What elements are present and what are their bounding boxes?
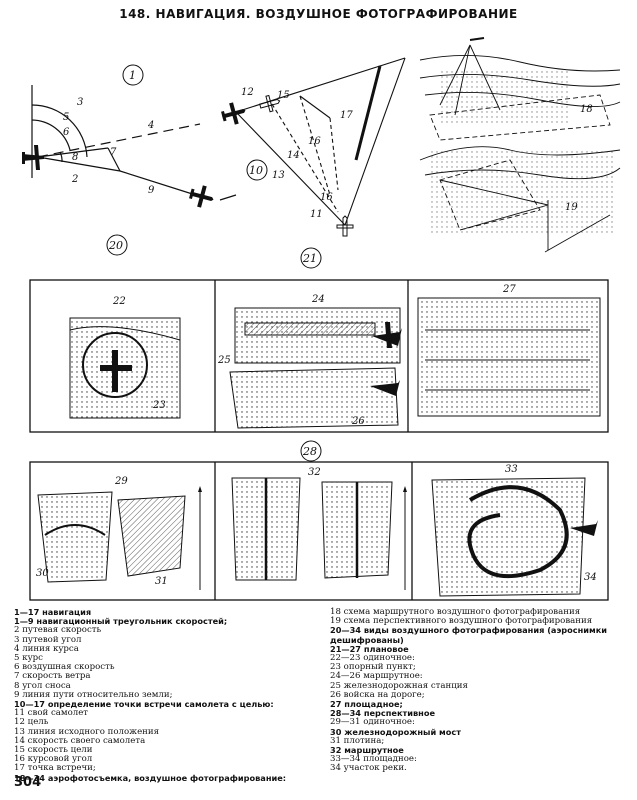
aircraft-icon — [221, 102, 246, 125]
label-20: 20 — [108, 239, 123, 252]
legend-item: 23 опорный пункт; — [330, 662, 416, 673]
label-10: 10 — [249, 164, 263, 177]
label-15: 15 — [277, 90, 290, 101]
label-12: 12 — [241, 87, 254, 98]
label-17: 17 — [340, 110, 353, 121]
aircraft-icon — [22, 145, 44, 170]
label-9: 9 — [148, 185, 155, 196]
label-23: 23 — [152, 400, 166, 411]
legend-item: 15 скорость цели — [14, 745, 93, 756]
legend-item: 20—34 виды воздушного фотографирования (… — [330, 625, 608, 645]
label-7: 7 — [110, 147, 117, 158]
label-31: 31 — [155, 576, 168, 587]
legend-item: 4 линия курса — [14, 643, 79, 654]
airspeed-vector — [37, 147, 109, 158]
circled-labels: 1 10 20 21 28 — [106, 64, 322, 462]
legend-item: 10—17 определение точки встречи самолета… — [14, 699, 274, 710]
heading-arc — [31, 119, 71, 151]
legend-item: 8 угол сноса — [14, 680, 71, 691]
label-34: 34 — [584, 572, 597, 583]
route-photography-scheme — [419, 37, 621, 141]
label-14: 14 — [287, 150, 300, 161]
planar-photography-panel — [29, 279, 609, 433]
label-27: 27 — [502, 284, 516, 295]
label-6: 6 — [63, 127, 70, 138]
wind-vector — [107, 147, 121, 172]
legend-item: 16 курсовой угол — [14, 754, 93, 765]
legend-item: 33—34 площадное: — [330, 754, 417, 765]
label-18: 18 — [580, 104, 593, 115]
aircraft-icon — [259, 94, 281, 113]
perspective-photography-panel — [29, 461, 609, 601]
drift-angle-arc — [59, 151, 63, 163]
label-24: 24 — [311, 294, 325, 305]
legend-item: 6 воздушная скорость — [14, 662, 115, 673]
legend-item: 1—17 навигация — [14, 607, 92, 617]
track-extension — [219, 194, 237, 201]
legend-item: 2 путевая скорость — [14, 625, 102, 636]
legend-item: 29—31 одиночное: — [330, 717, 415, 728]
legend-item: 25 железнодорожная станция — [330, 680, 468, 691]
legend-item: 21—27 плановое — [330, 643, 409, 654]
label-28: 28 — [302, 445, 317, 458]
label-8: 8 — [72, 152, 78, 163]
legend-item: 3 путевой угол — [14, 634, 82, 645]
legend-item: 7 скорость ветра — [14, 671, 91, 682]
label-25: 25 — [217, 355, 231, 366]
legend-item: 12 цель — [14, 717, 49, 728]
legend-item: 19 схема перспективного воздушного фотог… — [330, 616, 593, 627]
label-29: 29 — [114, 476, 128, 487]
legend-item: 34 участок реки. — [330, 763, 407, 774]
legend-item: 18—34 аэрофотосъемка, воздушное фотограф… — [14, 772, 287, 783]
legend-item: 28—34 перспективное — [330, 708, 436, 719]
label-33: 33 — [505, 464, 518, 475]
legend-item: 26 войска на дороге; — [330, 689, 425, 700]
aircraft-icon — [189, 185, 214, 208]
label-32: 32 — [308, 467, 321, 478]
perspective-photography-scheme — [419, 146, 621, 253]
legend-item: 30 железнодорожный мост — [330, 726, 461, 737]
interception-diagram — [235, 57, 406, 226]
heading-line — [37, 123, 201, 158]
label-21: 21 — [302, 252, 317, 265]
legend-right-column: 18 схема маршрутного воздушного фотограф… — [330, 607, 630, 774]
legend-item: 1—9 навигационный треугольник скоростей; — [14, 616, 228, 627]
legend-item: 32 маршрутное — [330, 745, 404, 756]
label-2: 2 — [71, 174, 78, 185]
legend-item: 22—23 одиночное: — [330, 653, 415, 664]
legend-item: 18 схема маршрутного воздушного фотограф… — [330, 607, 581, 617]
diagram-labels: 3 4 5 6 7 8 2 9 12 15 17 16 14 13 16 11 — [63, 87, 353, 220]
legend-item: 14 скорость своего самолета — [14, 735, 146, 746]
page-title: 148. НАВИГАЦИЯ. ВОЗДУШНОЕ ФОТОГРАФИРОВАН… — [119, 7, 518, 21]
legend-item: 27 площадное; — [330, 699, 403, 710]
legend-item: 9 линия пути относительно земли; — [14, 689, 173, 700]
ground-speed-vector — [37, 156, 121, 172]
legend-item: 17 точка встречи; — [14, 763, 96, 774]
label-16b: 16 — [320, 192, 333, 203]
page-number: 304 — [14, 775, 42, 790]
label-13: 13 — [272, 170, 285, 181]
label-30: 30 — [36, 568, 49, 579]
velocity-triangle-diagram — [31, 85, 237, 201]
label-11: 11 — [310, 209, 323, 220]
legend-item: 13 линия исходного положения — [14, 726, 160, 737]
legend-item: 24—26 маршрутное: — [330, 671, 423, 682]
label-5: 5 — [63, 112, 69, 123]
legend-item: 11 свой самолет — [14, 708, 89, 719]
label-3: 3 — [77, 97, 83, 108]
label-16: 16 — [308, 136, 321, 147]
label-22: 22 — [112, 296, 126, 307]
label-19: 19 — [565, 202, 578, 213]
aircraft-icon — [336, 215, 354, 237]
legend-left-column: 1—17 навигация 1—9 навигационный треугол… — [14, 607, 324, 783]
legend-item: 5 курс — [14, 653, 43, 664]
legend-item: 31 плотина; — [330, 735, 385, 746]
label-4: 4 — [147, 120, 154, 131]
label-26: 26 — [351, 416, 365, 427]
label-1: 1 — [129, 69, 136, 82]
